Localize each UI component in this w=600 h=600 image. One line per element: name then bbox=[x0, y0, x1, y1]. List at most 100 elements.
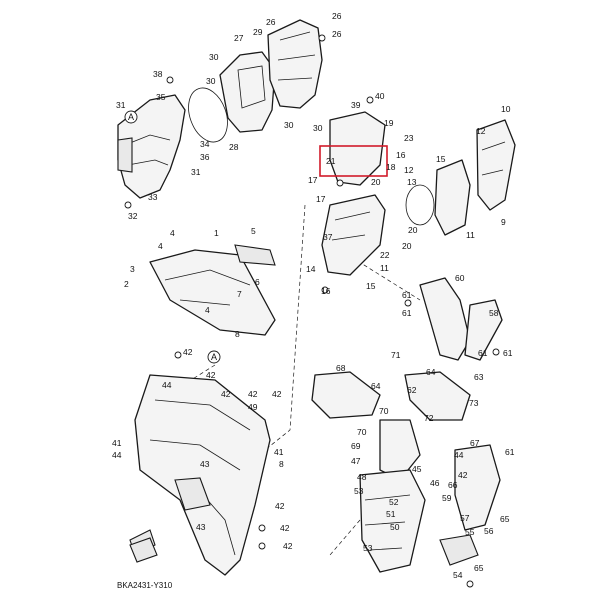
lower-frame bbox=[134, 374, 271, 576]
callout-16: 16 bbox=[396, 150, 406, 160]
callout-42: 42 bbox=[221, 389, 231, 399]
callout-66: 66 bbox=[448, 480, 458, 490]
ref-marker-circle bbox=[124, 110, 138, 124]
callout-4: 4 bbox=[170, 228, 175, 238]
gasket-ring-right bbox=[405, 184, 435, 226]
callout-11: 11 bbox=[380, 263, 389, 273]
screw bbox=[321, 286, 329, 294]
callout-30: 30 bbox=[209, 52, 219, 62]
callout-labels: 1012151291113202226262629273030302838353… bbox=[112, 11, 515, 580]
callout-73: 73 bbox=[469, 398, 479, 408]
oil-icon bbox=[129, 537, 158, 563]
callout-8: 8 bbox=[235, 329, 240, 339]
callout-23: 23 bbox=[404, 133, 414, 143]
lower-frame-assembly bbox=[129, 374, 271, 576]
callout-45: 45 bbox=[412, 464, 422, 474]
center-bracket-assembly bbox=[319, 111, 516, 276]
bottom-cover bbox=[359, 469, 426, 573]
callout-9: 9 bbox=[501, 217, 506, 227]
callout-38: 38 bbox=[153, 69, 163, 79]
callout-54: 54 bbox=[453, 570, 463, 580]
callout-17: 17 bbox=[316, 194, 326, 204]
callout-20: 20 bbox=[408, 225, 418, 235]
right-lower-assembly bbox=[311, 277, 503, 573]
duct-cover-assembly bbox=[117, 87, 228, 199]
screw bbox=[466, 580, 474, 588]
bottom-cover-ribs bbox=[364, 494, 411, 551]
side-cover-right-ribs bbox=[481, 141, 506, 176]
callout-12: 12 bbox=[476, 126, 486, 136]
callout-42: 42 bbox=[272, 389, 282, 399]
callout-61: 61 bbox=[505, 447, 515, 457]
inner-panel-small bbox=[311, 371, 381, 419]
duct-cover-ribs bbox=[124, 134, 171, 166]
callout-31: 31 bbox=[191, 167, 201, 177]
callout-28: 28 bbox=[229, 142, 239, 152]
callout-47: 47 bbox=[351, 456, 361, 466]
duct-seal-ring bbox=[188, 87, 228, 143]
callout-42: 42 bbox=[458, 470, 468, 480]
upper-panel-inner bbox=[219, 51, 276, 133]
callout-34: 34 bbox=[200, 139, 210, 149]
callout-4: 4 bbox=[205, 305, 210, 315]
callout-61: 61 bbox=[402, 290, 412, 300]
guide-line-a bbox=[174, 364, 216, 391]
callout-20: 20 bbox=[371, 177, 381, 187]
side-cover-right bbox=[476, 119, 516, 211]
side-guard-clip bbox=[439, 534, 479, 566]
bracket-plate-upper bbox=[329, 111, 386, 186]
callout-53: 53 bbox=[363, 543, 373, 553]
callout-30: 30 bbox=[313, 123, 323, 133]
callout-70: 70 bbox=[379, 406, 389, 416]
callout-64: 64 bbox=[371, 381, 381, 391]
callout-57: 57 bbox=[460, 513, 470, 523]
callout-39: 39 bbox=[351, 100, 361, 110]
callout-11: 11 bbox=[466, 230, 475, 240]
upper-frame-assembly bbox=[149, 244, 276, 336]
callout-21: 21 bbox=[326, 156, 336, 166]
callout-62: 62 bbox=[407, 385, 417, 395]
screw bbox=[174, 351, 182, 359]
lower-frame-mount bbox=[174, 477, 211, 511]
screw bbox=[166, 76, 174, 84]
side-guard bbox=[454, 444, 501, 531]
highlight-box-part-21 bbox=[319, 145, 388, 177]
callout-44: 44 bbox=[454, 450, 464, 460]
callout-61: 61 bbox=[402, 308, 412, 318]
ref-marker-circle bbox=[207, 350, 221, 364]
callout-29: 29 bbox=[253, 27, 263, 37]
duct-cover-flange bbox=[117, 137, 133, 173]
callout-41: 41 bbox=[274, 447, 284, 457]
callout-13: 13 bbox=[407, 177, 417, 187]
callout-55: 55 bbox=[465, 527, 475, 537]
screw bbox=[366, 96, 374, 104]
callout-70: 70 bbox=[357, 427, 367, 437]
screw bbox=[404, 299, 412, 307]
callout-52: 52 bbox=[389, 497, 399, 507]
guide-line-bottom bbox=[329, 519, 361, 556]
callout-30: 30 bbox=[284, 120, 294, 130]
callout-10: 10 bbox=[501, 104, 511, 114]
callout-59: 59 bbox=[442, 493, 452, 503]
callout-37: 37 bbox=[323, 232, 333, 242]
callout-71: 71 bbox=[391, 350, 401, 360]
diagram-code: BKA2431-Y310 bbox=[117, 581, 173, 590]
callout-42: 42 bbox=[248, 389, 258, 399]
callout-20: 20 bbox=[402, 241, 412, 251]
screw bbox=[258, 524, 266, 532]
callout-44: 44 bbox=[162, 380, 172, 390]
callout-42: 42 bbox=[283, 541, 293, 551]
callout-31: 31 bbox=[116, 100, 126, 110]
ref-marker-letter: A bbox=[211, 352, 217, 362]
upper-panel-ribs bbox=[277, 31, 316, 81]
callout-50: 50 bbox=[390, 522, 400, 532]
callout-67: 67 bbox=[470, 438, 480, 448]
callout-42: 42 bbox=[183, 347, 193, 357]
callout-26: 26 bbox=[332, 11, 342, 21]
ref-marker-letter: A bbox=[128, 112, 134, 122]
callout-48: 48 bbox=[357, 472, 367, 482]
lower-cover bbox=[379, 419, 421, 481]
callout-44: 44 bbox=[112, 450, 122, 460]
reference-markers: AA bbox=[124, 110, 221, 364]
